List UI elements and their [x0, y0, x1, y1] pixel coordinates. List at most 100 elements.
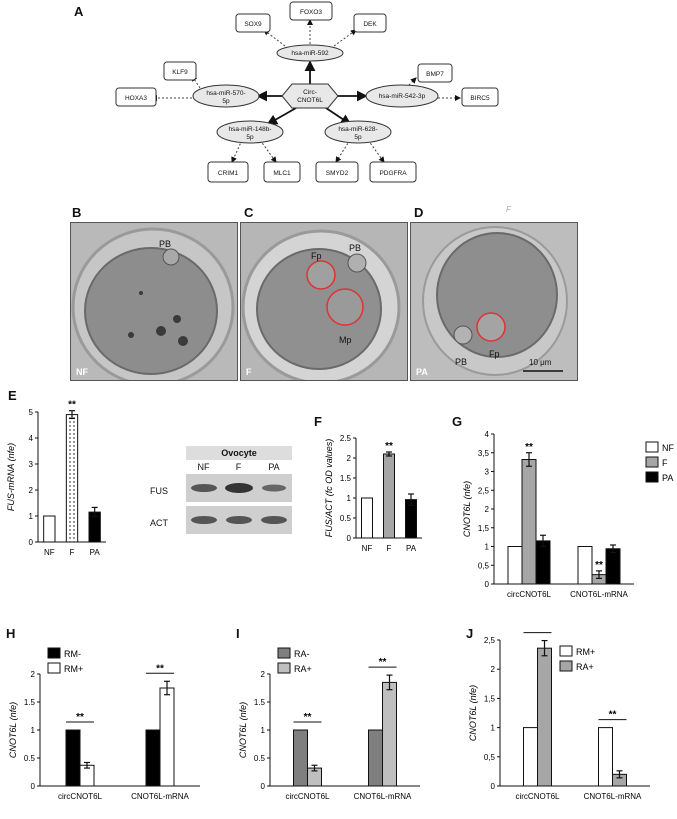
- bar: [383, 453, 395, 539]
- bar: [507, 546, 523, 585]
- significance-label: **: [304, 712, 312, 723]
- mirna-label: hsa-miR-542-3p: [379, 93, 426, 100]
- y-tick-label: 0.5: [340, 514, 352, 523]
- mirna-label: 5p: [222, 98, 230, 105]
- bar: [361, 497, 373, 539]
- y-tick-label: 2: [491, 665, 496, 674]
- y-tick-label: 1: [261, 726, 266, 735]
- panel-letter-i: I: [236, 626, 240, 641]
- x-tick-label: circCNOT6L: [58, 792, 103, 801]
- y-tick-label: 1: [31, 726, 36, 735]
- y-tick-label: 3: [485, 468, 490, 477]
- mirna-label: hsa-miR-592: [291, 50, 329, 57]
- y-tick-label: 2: [31, 670, 36, 679]
- blot-lane-label: F: [235, 462, 242, 472]
- legend-swatch: [559, 660, 573, 672]
- y-tick-label: 1.5: [340, 474, 352, 483]
- legend-swatch: [47, 647, 61, 659]
- legend-label: RA+: [576, 662, 594, 672]
- mirna-label: 5p: [246, 134, 254, 141]
- panel-letter-f: F: [314, 414, 322, 429]
- bar: [65, 414, 79, 543]
- target-gene-label: KLF9: [172, 69, 188, 76]
- blot-header: Ovocyte: [186, 446, 292, 460]
- faint-mark: F: [506, 205, 511, 214]
- condition-label: NF: [76, 367, 88, 377]
- mirna-network-diagram: Circ- CNOT6L hsa-miR-592 hsa-miR-570- 5p…: [115, 1, 499, 183]
- y-tick-label: 2: [347, 454, 352, 463]
- y-tick-label: 0.5: [254, 754, 266, 763]
- significance-label: **: [525, 442, 533, 453]
- mp-label: Mp: [339, 335, 352, 345]
- y-tick-label: 1.5: [24, 698, 36, 707]
- y-tick-label: 5: [29, 408, 34, 417]
- legend-label: RM+: [64, 664, 83, 674]
- legend-swatch: [47, 662, 61, 674]
- significance-label: **: [595, 560, 603, 571]
- blot-lane-label: NF: [197, 462, 210, 472]
- x-tick-label: circCNOT6L: [285, 792, 330, 801]
- fus-band-nf: [191, 484, 217, 492]
- significance-label: **: [385, 441, 393, 452]
- y-tick-label: 0.5: [24, 754, 36, 763]
- mirna-label: hsa-miR-570-: [206, 90, 245, 97]
- bar: [368, 729, 383, 787]
- bar: [577, 546, 593, 585]
- y-tick-label: 2,5: [484, 636, 496, 645]
- bar: [293, 729, 308, 787]
- significance-label: **: [379, 657, 387, 668]
- legend-swatch: [559, 645, 573, 657]
- y-tick-label: 0,5: [478, 561, 490, 570]
- y-tick-label: 0: [29, 538, 34, 547]
- y-axis-label: CNOT6L (nfe): [8, 702, 18, 758]
- target-gene-label: BIRC5: [470, 95, 490, 102]
- x-tick-label: CNOT6L-mRNA: [584, 792, 642, 801]
- legend-label: RM-: [64, 649, 81, 659]
- significance-label: **: [609, 710, 617, 721]
- target-gene-label: MLC1: [273, 170, 291, 177]
- y-tick-label: 2: [29, 486, 34, 495]
- panel-letter-h: H: [6, 626, 16, 641]
- x-tick-label: PA: [406, 544, 417, 553]
- legend-swatch: [277, 662, 291, 674]
- x-tick-label: circCNOT6L: [507, 590, 552, 599]
- y-tick-label: 4: [29, 434, 34, 443]
- fus-band-pa: [262, 484, 286, 492]
- pb-label: PB: [455, 357, 467, 367]
- legend-label: PA: [662, 473, 673, 483]
- oocyte-micrograph-f: F Fp PB Mp: [240, 222, 408, 381]
- bar: [523, 727, 538, 787]
- bar: [537, 647, 552, 787]
- y-tick-label: 2: [261, 670, 266, 679]
- panel-letter-j: J: [466, 626, 474, 641]
- x-tick-label: NF: [362, 544, 373, 553]
- act-band-f: [226, 516, 252, 524]
- bar: [605, 548, 621, 585]
- panel-letter-c: C: [244, 205, 254, 220]
- panel-letter-e: E: [8, 388, 17, 403]
- circ-cnot6l-label: CNOT6L: [297, 97, 323, 104]
- oocyte-micrograph-pa: PA PB Fp 10 μm: [410, 222, 578, 381]
- mirna-label: hsa-miR-148b-: [229, 126, 272, 133]
- target-gene-label: PDGFRA: [379, 170, 407, 177]
- y-tick-label: 2: [485, 505, 490, 514]
- condition-label: F: [246, 367, 252, 377]
- blot-lane-label: PA: [268, 462, 280, 472]
- x-tick-label: F: [70, 548, 75, 557]
- y-tick-label: 0: [261, 782, 266, 791]
- fp-label: Fp: [489, 349, 500, 359]
- x-tick-label: CNOT6L-mRNA: [570, 590, 628, 599]
- y-tick-label: 0: [485, 580, 490, 589]
- significance-label: **: [76, 712, 84, 723]
- bar: [43, 515, 56, 543]
- bar: [535, 540, 551, 585]
- x-tick-label: circCNOT6L: [515, 792, 560, 801]
- condition-label: PA: [416, 367, 428, 377]
- act-band-pa: [261, 516, 287, 524]
- bar: [521, 459, 537, 585]
- y-tick-label: 3,5: [478, 449, 490, 458]
